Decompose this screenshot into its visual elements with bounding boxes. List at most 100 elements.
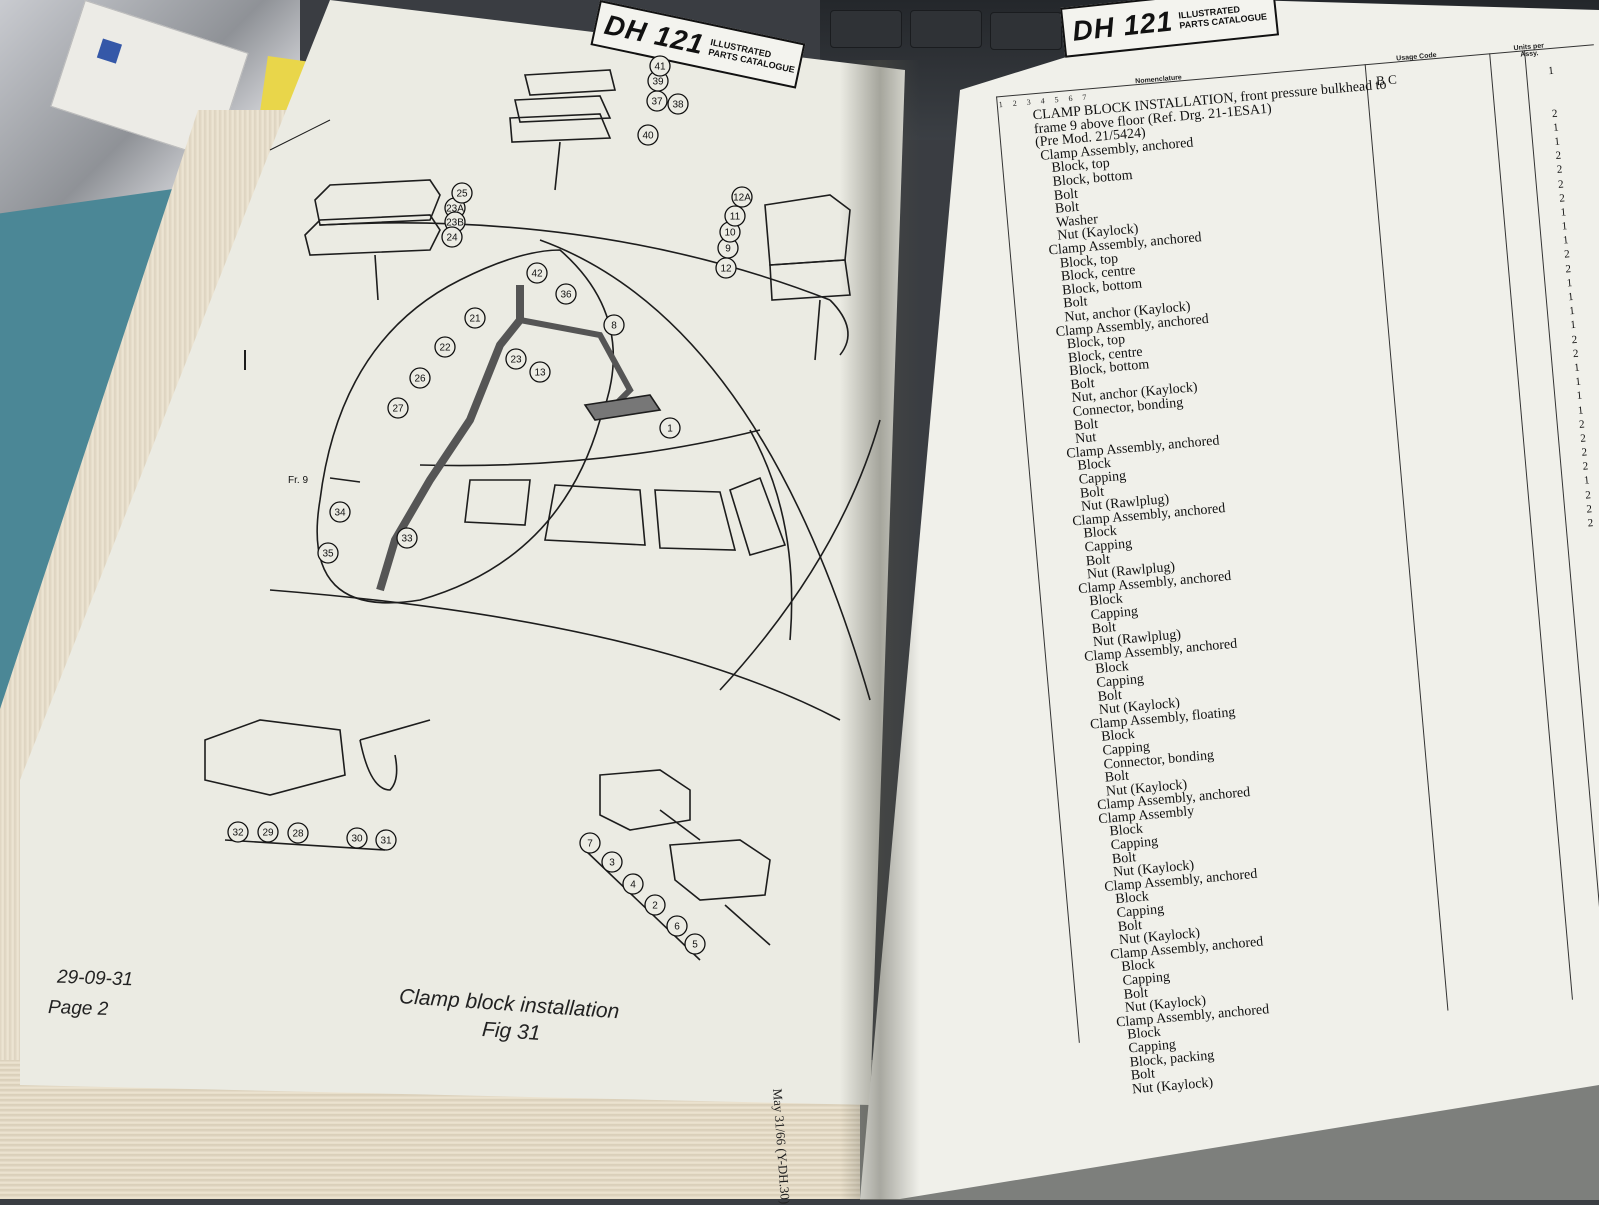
callout-number: 22 — [439, 343, 451, 354]
nose-cone-edge — [719, 419, 881, 691]
callout-number: 3 — [609, 858, 615, 869]
bolt-bottom-right-2 — [724, 904, 771, 946]
callout-number: 23B — [446, 218, 464, 229]
callout-number: 8 — [611, 321, 617, 332]
cockpit-window-1 — [544, 484, 646, 546]
callout-number: 12 — [720, 264, 732, 275]
callout-number: 7 — [587, 839, 593, 850]
bonding-lead-right — [829, 299, 849, 356]
callout-number: 35 — [322, 549, 334, 560]
clamp-top-block — [523, 69, 617, 96]
callout-circle — [555, 283, 577, 305]
bolt-top — [554, 141, 561, 191]
callout-number: 34 — [334, 508, 346, 519]
callout-number: 36 — [560, 290, 572, 301]
callout-number: 29 — [262, 828, 274, 839]
keyboard-key — [910, 10, 982, 48]
callout-number: 32 — [232, 828, 244, 839]
page-number: Page 2 — [47, 996, 109, 1021]
callout-number: 33 — [401, 534, 413, 545]
cockpit-window-2 — [654, 489, 737, 551]
callout-number: 24 — [446, 233, 458, 244]
callout-number: 26 — [414, 374, 426, 385]
canopy-line — [419, 429, 761, 467]
canopy-side — [749, 429, 793, 641]
callout-circle — [637, 124, 659, 146]
clamp-low-block — [509, 113, 612, 143]
callout-circle — [396, 527, 418, 549]
callout-number: 38 — [672, 100, 684, 111]
callout-circle — [731, 186, 753, 208]
callout-circle — [227, 821, 249, 843]
callout-circle — [409, 367, 431, 389]
callout-circle — [666, 915, 688, 937]
callout-circle — [505, 348, 527, 370]
callout-number: 10 — [724, 228, 736, 239]
callout-number: 21 — [469, 314, 481, 325]
cockpit-window-3 — [729, 476, 787, 556]
frame-9-leader — [329, 477, 361, 483]
callout-circle — [649, 55, 671, 77]
clamp-assy-upper-left — [314, 179, 441, 226]
book-gutter-shadow — [840, 60, 920, 1200]
nose-upper-outline — [319, 222, 831, 301]
callout-circle — [287, 822, 309, 844]
parts-list: CLAMP BLOCK INSTALLATION, front pressure… — [1032, 75, 1517, 1098]
callout-circle — [603, 314, 625, 336]
callout-number: 11 — [730, 212, 741, 223]
callout-circle — [375, 829, 397, 851]
callout-number: 27 — [392, 404, 404, 415]
page-mark — [269, 119, 331, 151]
bolt-right — [814, 299, 821, 361]
clamp-bottom-right-top — [599, 769, 691, 831]
callout-circle — [529, 361, 551, 383]
callout-number: 28 — [292, 829, 304, 840]
callout-number: 31 — [380, 836, 392, 847]
callout-number: 2 — [652, 901, 658, 912]
bonding-lead-bottom-left — [359, 739, 398, 791]
callout-circle — [387, 397, 409, 419]
bolt-bottom-left — [359, 719, 431, 741]
callout-circle — [441, 226, 463, 248]
callout-number: 13 — [534, 368, 546, 379]
callout-circle — [715, 257, 737, 279]
detail-enclosure — [316, 249, 615, 604]
clamp-assy-right-lower — [769, 259, 851, 301]
clamp-bracket — [583, 394, 662, 421]
cockpit-window-4 — [464, 479, 531, 526]
callout-number: 23 — [510, 355, 522, 366]
bolt-bottom-right — [659, 809, 701, 841]
callout-number: 6 — [674, 922, 680, 933]
callout-number: 12A — [733, 193, 751, 204]
figure-number: Fig 31 — [481, 1017, 542, 1046]
callout-circle — [434, 336, 456, 358]
clamp-bottom-right-bottom — [669, 839, 771, 901]
callout-circle — [684, 933, 706, 955]
callout-circle — [451, 182, 473, 204]
callout-circle — [579, 832, 601, 854]
callout-number: 9 — [725, 244, 731, 255]
callout-number: 41 — [654, 62, 666, 73]
callout-number: 40 — [642, 131, 654, 142]
callout-number: 4 — [630, 880, 636, 891]
callout-number: 39 — [652, 77, 664, 88]
callout-circle — [346, 827, 368, 849]
callout-number: 1 — [667, 424, 673, 435]
clamp-assy-right — [764, 194, 851, 266]
callout-circle — [257, 821, 279, 843]
callout-circle — [526, 262, 548, 284]
callout-number: 25 — [456, 189, 468, 200]
callout-number: 30 — [351, 834, 363, 845]
keyboard-key — [830, 10, 902, 48]
units-value: 2 — [1587, 517, 1594, 530]
callout-circle — [644, 894, 666, 916]
callout-number: 37 — [651, 97, 663, 108]
callout-number: 23A — [446, 204, 464, 215]
callout-circle — [601, 851, 623, 873]
clamp-bottom-left — [204, 719, 346, 796]
callout-circle — [667, 93, 689, 115]
fuselage-floor-line — [269, 589, 841, 721]
frame-label: Fr. 9 — [288, 475, 309, 486]
